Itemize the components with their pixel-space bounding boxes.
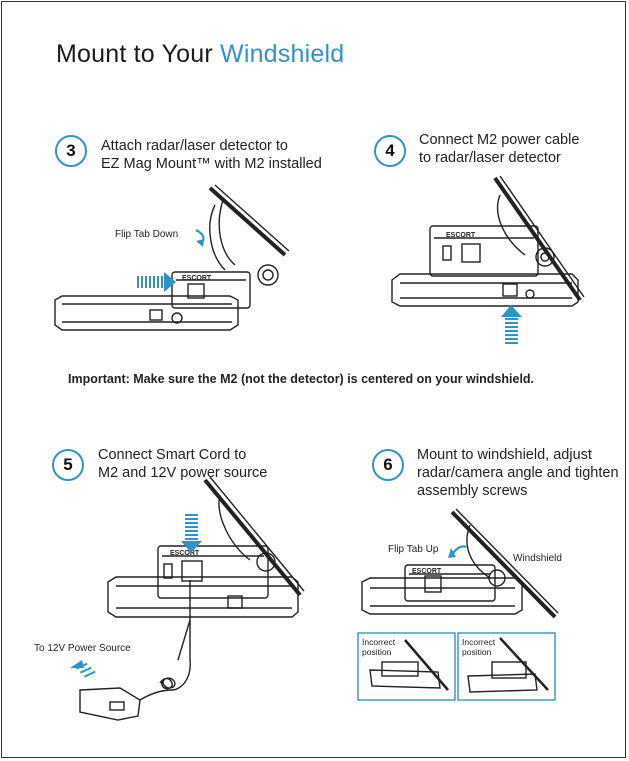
down-arrow-icon <box>181 514 202 553</box>
windshield-label: Windshield <box>513 553 562 564</box>
flip-tab-up-label: Flip Tab Up <box>388 544 439 555</box>
page-title: Mount to Your Windshield <box>56 40 345 68</box>
step-5-number: 5 <box>52 449 84 481</box>
push-arrow-icon <box>137 272 176 292</box>
step-6-escort-logo: ESCORT <box>412 568 442 575</box>
to-power-label: To 12V Power Source <box>34 643 131 654</box>
step-3-escort-logo: ESCORT <box>182 275 212 282</box>
up-arrow-icon <box>501 305 522 344</box>
step-6-number: 6 <box>372 449 404 481</box>
step-3-number: 3 <box>55 135 87 167</box>
important-note: Important: Make sure the M2 (not the det… <box>68 372 535 386</box>
flip-tab-down-label: Flip Tab Down <box>115 229 179 240</box>
step-4-escort-logo: ESCORT <box>446 232 476 239</box>
plug-arrow-icon <box>70 660 96 678</box>
flip-up-arrow-icon <box>448 548 456 558</box>
step-4-number: 4 <box>374 135 406 167</box>
step-5-escort-logo: ESCORT <box>170 550 200 557</box>
